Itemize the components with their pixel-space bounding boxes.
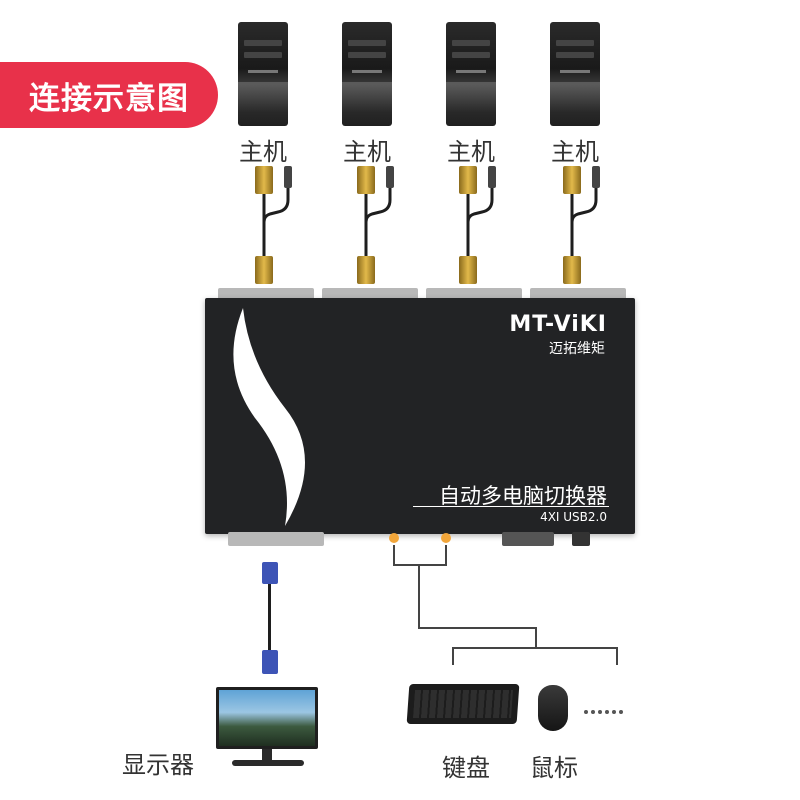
- vga-connector-icon: [262, 562, 278, 584]
- keyboard-label: 键盘: [442, 754, 490, 782]
- mouse-label: 鼠标: [530, 754, 578, 782]
- vga-connector-icon: [262, 650, 278, 674]
- usb-connector-icon: [284, 166, 292, 188]
- vga-connector-icon: [255, 166, 273, 194]
- ellipsis-dot: [591, 710, 595, 714]
- model-divider: [413, 506, 609, 507]
- usb-connector-icon: [386, 166, 394, 188]
- model-name: 自动多电脑切换器: [439, 484, 607, 508]
- connector-line: [393, 545, 395, 565]
- host-label-2: 主机: [343, 138, 391, 166]
- monitor-stand: [262, 749, 272, 761]
- monitor-icon: [216, 687, 318, 749]
- vga-connector-icon: [563, 256, 581, 284]
- ellipsis-dot: [619, 710, 623, 714]
- vga-connector-icon: [563, 166, 581, 194]
- monitor-cable: [268, 584, 271, 650]
- ellipsis-dot: [612, 710, 616, 714]
- usb-port-indicator: [441, 533, 451, 543]
- vga-connector-icon: [459, 166, 477, 194]
- host-label-3: 主机: [447, 138, 495, 166]
- brand-logo: MT-ViKI: [509, 312, 607, 337]
- computer-icon: [238, 22, 288, 126]
- computer-icon: [342, 22, 392, 126]
- mouse-icon: [538, 685, 568, 731]
- ellipsis-dot: [584, 710, 588, 714]
- usb-connector-icon: [488, 166, 496, 188]
- connector-line: [616, 647, 618, 665]
- vga-connector-icon: [459, 256, 477, 284]
- vga-connector-icon: [255, 256, 273, 284]
- power-port: [572, 532, 590, 546]
- connector-line: [452, 647, 454, 665]
- computer-icon: [550, 22, 600, 126]
- brand-swoosh-icon: [233, 308, 305, 526]
- connector-line: [535, 627, 537, 647]
- vga-connector-icon: [357, 256, 375, 284]
- monitor-base: [232, 760, 304, 766]
- computer-icon: [446, 22, 496, 126]
- connector-line: [418, 627, 536, 629]
- host-label-4: 主机: [551, 138, 599, 166]
- brand-cn: 迈拓维矩: [549, 341, 605, 357]
- output-port: [228, 532, 324, 546]
- title-badge: 连接示意图: [0, 62, 218, 128]
- kvm-switch: MT-ViKI 迈拓维矩 自动多电脑切换器 4XI USB2.0: [205, 298, 635, 534]
- monitor-label: 显示器: [122, 751, 194, 779]
- connector-line: [393, 564, 447, 566]
- usb-connector-icon: [592, 166, 600, 188]
- connector-line: [452, 647, 618, 649]
- keyboard-icon: [406, 684, 520, 724]
- connector-line: [418, 564, 420, 628]
- ellipsis-dot: [598, 710, 602, 714]
- usb-port-indicator: [389, 533, 399, 543]
- ellipsis-dot: [605, 710, 609, 714]
- vga-connector-icon: [357, 166, 375, 194]
- connector-line: [445, 545, 447, 565]
- button-panel: [502, 532, 554, 546]
- model-spec: 4XI USB2.0: [540, 510, 607, 524]
- host-label-1: 主机: [239, 138, 287, 166]
